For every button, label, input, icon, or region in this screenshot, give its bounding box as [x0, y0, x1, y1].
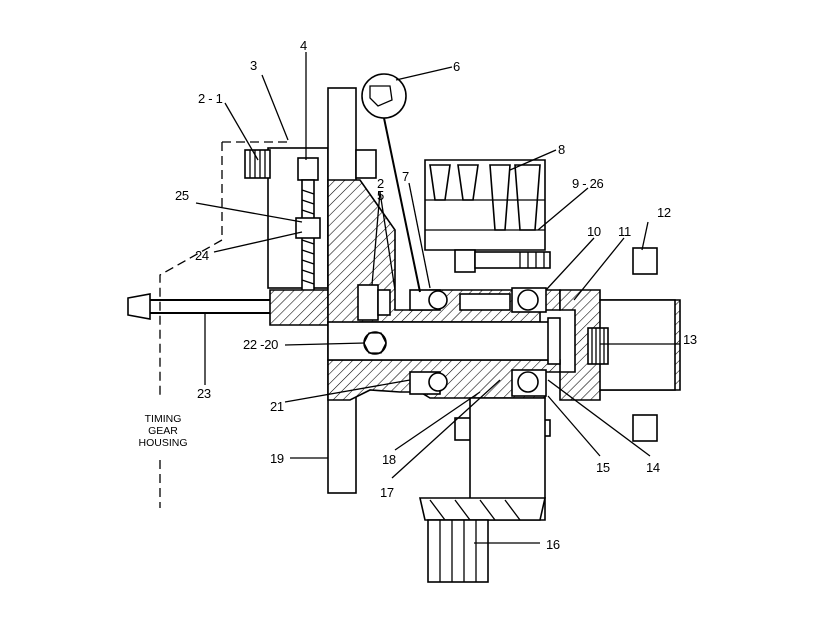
label-8: 8: [558, 142, 565, 157]
label-16: 16: [546, 537, 560, 552]
label-22-20: 22 -20: [243, 337, 278, 352]
pulley-housing: [424, 159, 546, 251]
label-2-1: 2 - 1: [198, 91, 223, 106]
label-9-26: 9 - 26: [572, 176, 604, 191]
leader-lines: [195, 52, 680, 544]
part-labels: 2 - 1 3 4 6 8 7 2 5 9 - 26 25 24 12 10 1…: [175, 38, 697, 552]
timing-gear-housing-caption: TIMING GEAR HOUSING: [138, 413, 187, 449]
shaft: [327, 317, 561, 365]
caption-line-3: HOUSING: [138, 437, 187, 449]
caption-line-2: GEAR: [148, 425, 178, 437]
pump-body: [269, 179, 681, 401]
hub-part-13: [587, 327, 609, 365]
label-17: 17: [380, 485, 394, 500]
label-10: 10: [587, 224, 601, 239]
caption-line-1: TIMING: [145, 413, 182, 425]
label-25: 25: [175, 188, 189, 203]
bearing-upper: [409, 287, 547, 313]
label-21: 21: [270, 399, 284, 414]
label-13: 13: [683, 332, 697, 347]
label-18: 18: [382, 452, 396, 467]
label-15: 15: [596, 460, 610, 475]
label-14: 14: [646, 460, 660, 475]
label-24: 24: [195, 248, 209, 263]
label-11: 11: [618, 224, 631, 239]
label-2: 2: [377, 176, 384, 191]
bolt-upper: [454, 249, 551, 273]
bolt-part-5: [357, 284, 391, 321]
timing-gear-housing-outline: [159, 141, 290, 508]
label-4: 4: [300, 38, 307, 53]
lower-pulley: [418, 397, 547, 583]
label-5: 5: [377, 188, 384, 203]
nut-part-22: [363, 331, 387, 355]
stud-part-12: [632, 247, 658, 442]
bearing-lower: [409, 369, 547, 397]
label-6: 6: [453, 59, 460, 74]
label-3: 3: [250, 58, 257, 73]
rod-part-23: [127, 293, 270, 320]
detail-callout-6: [361, 73, 421, 293]
label-12: 12: [657, 205, 671, 220]
label-7: 7: [402, 169, 409, 184]
adjusting-screw-part-4: [295, 157, 321, 311]
label-23: 23: [197, 386, 211, 401]
label-19: 19: [270, 451, 284, 466]
